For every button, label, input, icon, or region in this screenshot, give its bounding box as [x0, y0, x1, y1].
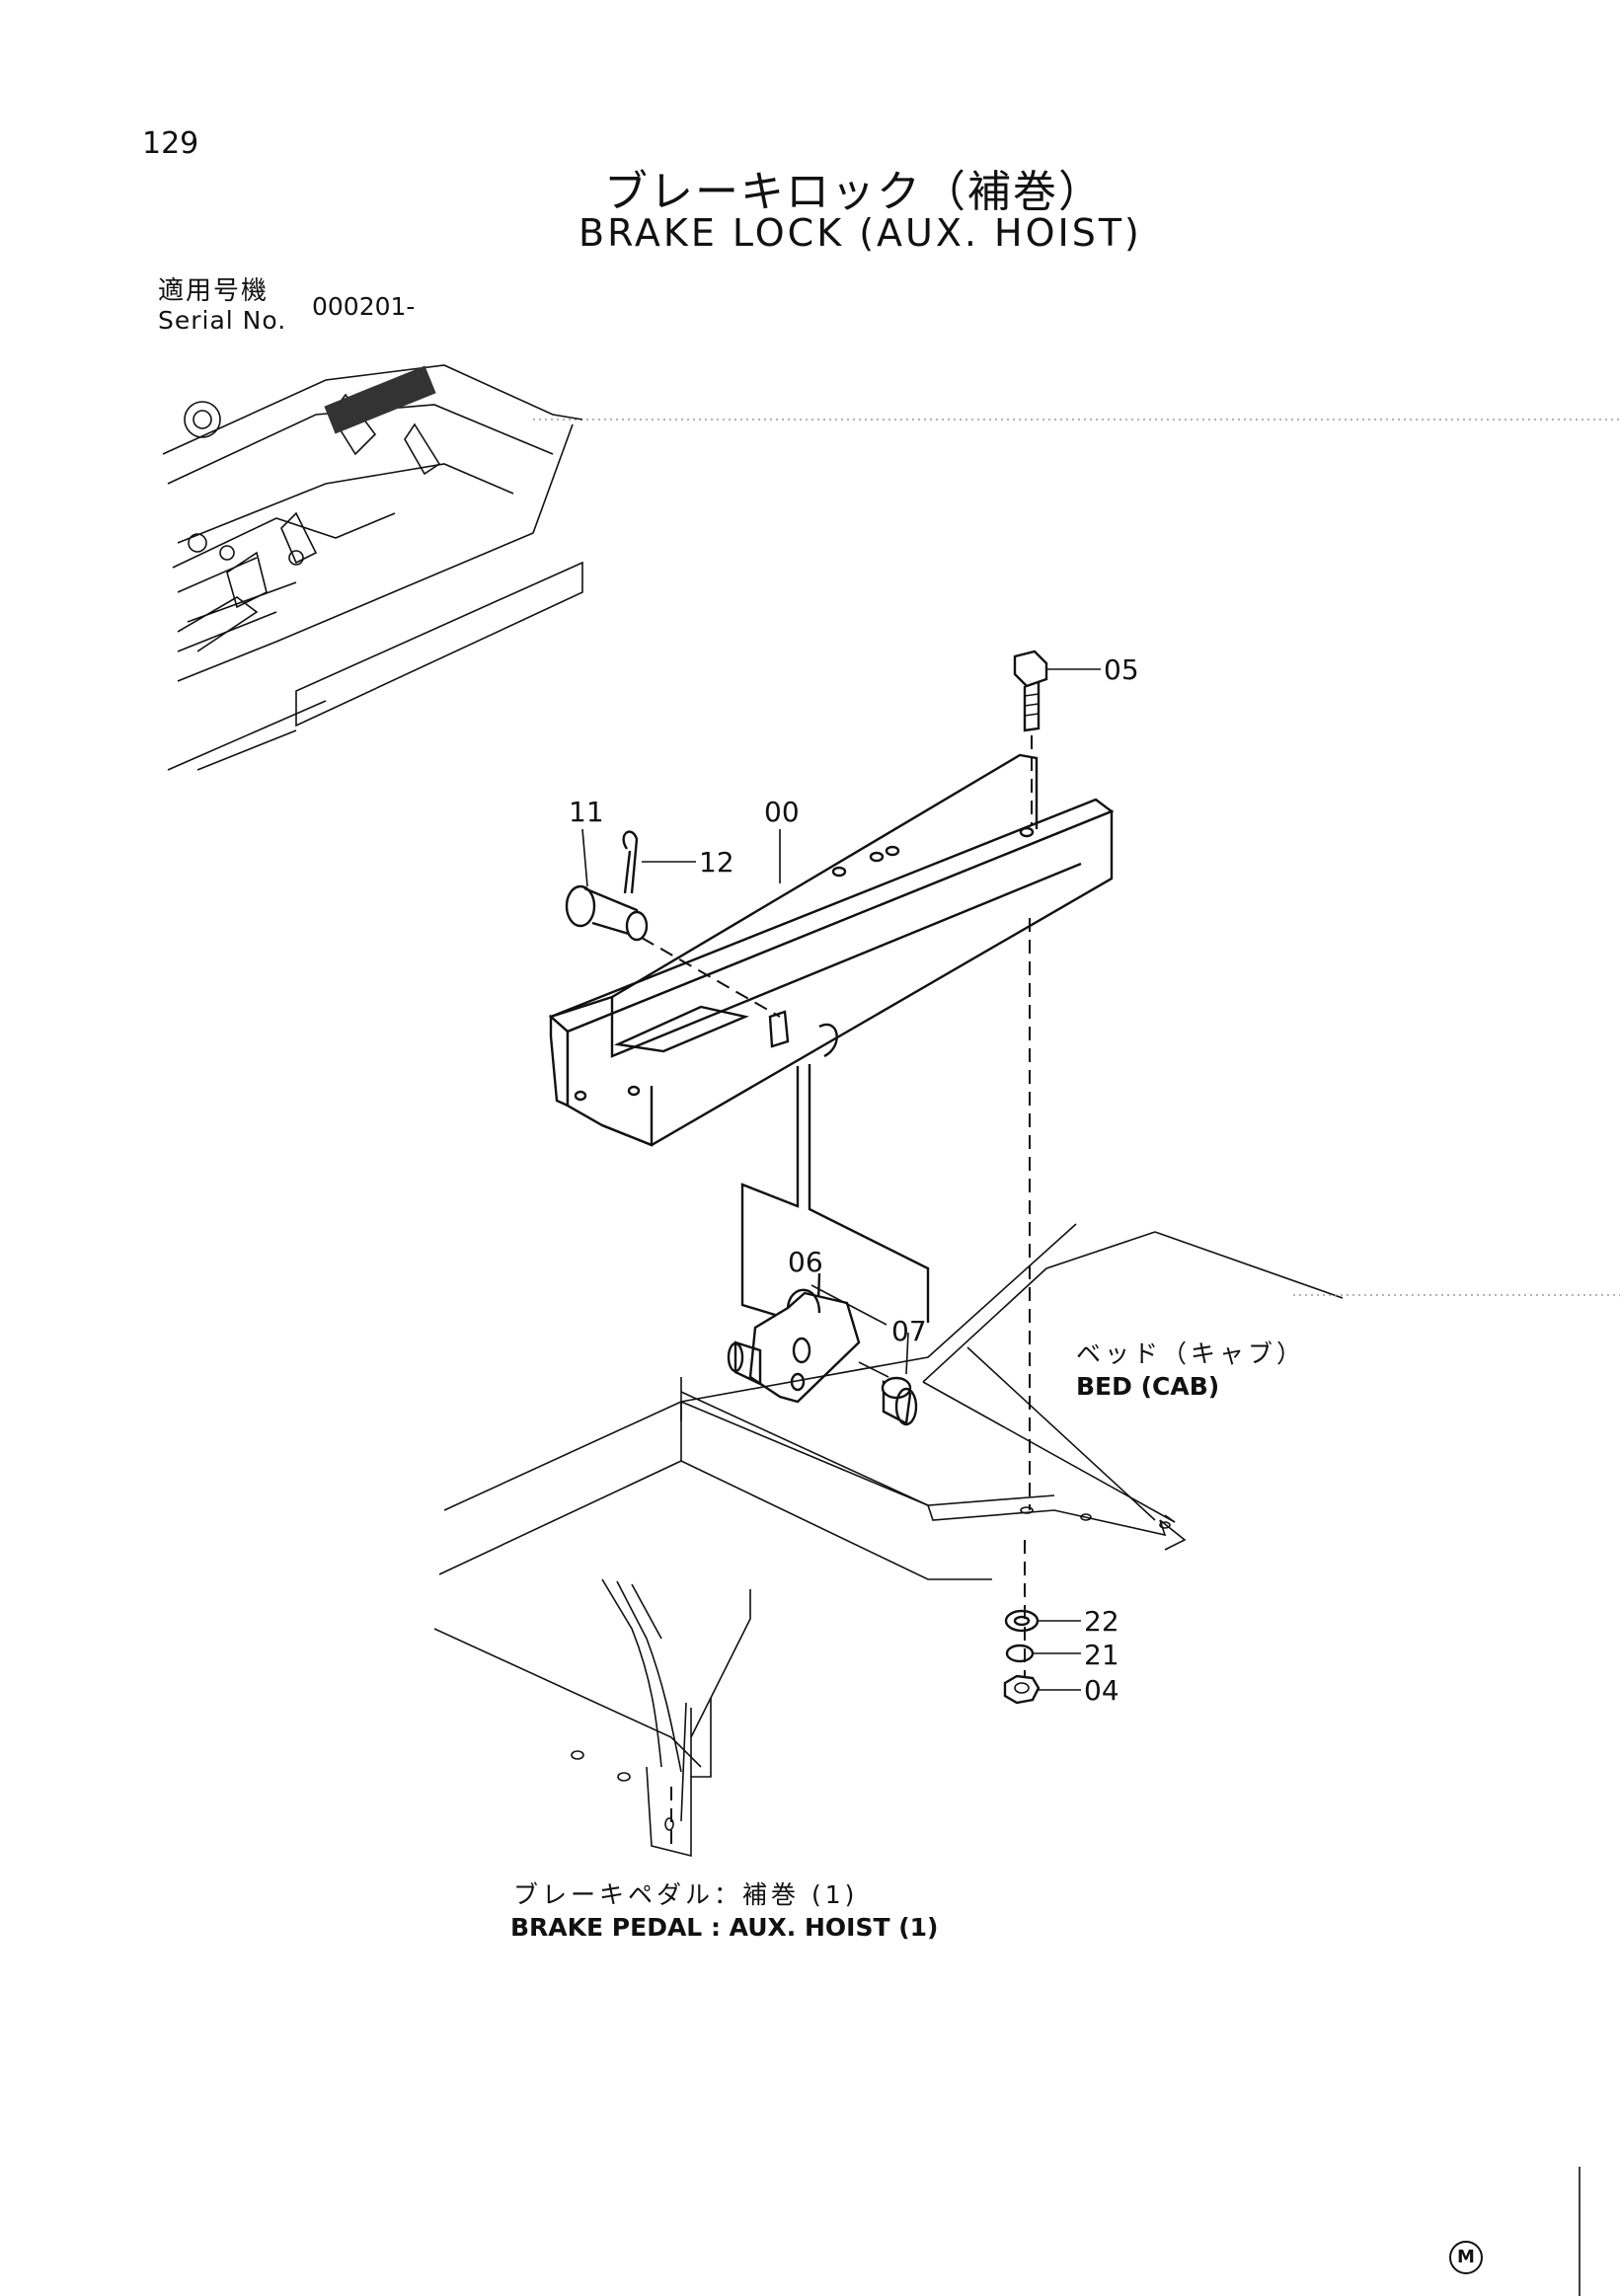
page-title-japanese: ブレーキロック（補巻）: [604, 167, 1104, 217]
bushing-part-07: [881, 1332, 918, 1426]
channel-bracket-part-00: [548, 753, 1115, 1147]
overview-inset-drawing: [162, 364, 1620, 771]
serial-number-value: 000201-: [312, 292, 416, 321]
bolt-part-05: [1013, 650, 1101, 1678]
serial-label-english: Serial No.: [158, 306, 287, 335]
callout-07: 07: [891, 1315, 927, 1347]
brake-pedal-label-japanese: ブレーキペダル：補巻 (1): [513, 1880, 859, 1909]
callout-22: 22: [1084, 1605, 1119, 1638]
brake-pedal-label-english: BRAKE PEDAL : AUX. HOIST (1): [510, 1913, 939, 1942]
callout-06: 06: [788, 1246, 823, 1278]
bed-cab-label-japanese: ベッド（キャブ）: [1076, 1339, 1306, 1368]
cab-floor-lower-outline: [433, 1377, 992, 1858]
page-title-english: BRAKE LOCK (AUX. HOIST): [579, 211, 1142, 255]
circled-m-mark: M: [1449, 2241, 1483, 2274]
washer-part-22: [1004, 1609, 1081, 1633]
nut-part-04: [1003, 1674, 1081, 1705]
pin-part-11: [565, 828, 781, 1018]
serial-label-japanese: 適用号機: [158, 276, 270, 306]
bed-cab-label-english: BED (CAB): [1076, 1372, 1220, 1401]
pivot-bracket-part-06: [727, 1064, 930, 1404]
callout-12: 12: [699, 846, 734, 879]
callout-11: 11: [569, 796, 604, 828]
lock-washer-part-21: [1005, 1644, 1081, 1663]
page-number: 129: [142, 126, 199, 161]
cotter-pin-part-12: [622, 830, 696, 894]
callout-00: 00: [764, 796, 800, 828]
callout-05: 05: [1104, 653, 1139, 686]
callout-04: 04: [1084, 1674, 1119, 1707]
callout-21: 21: [1084, 1639, 1119, 1671]
